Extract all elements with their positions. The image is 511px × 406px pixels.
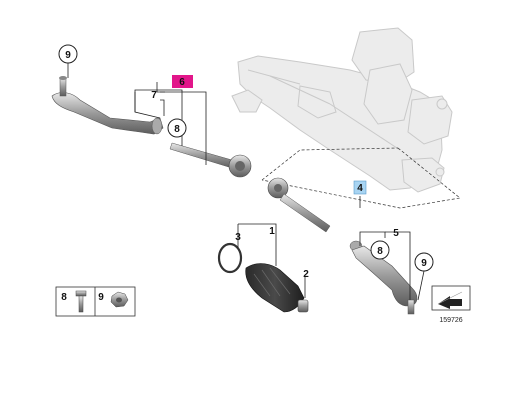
callout-4[interactable]: 4 [353,180,367,195]
callout-2[interactable]: 2 [303,269,309,280]
callout-8-left[interactable]: 8 [167,118,187,138]
callout-8-left-label: 8 [174,124,180,135]
leader-lines [67,63,425,301]
diagram-id: 159726 [439,317,462,324]
callout-5[interactable]: 5 [393,228,399,239]
orientation-box [431,285,471,311]
callout-9-right-label: 9 [421,258,427,269]
legend-bolt-number: 8 [61,292,67,303]
callout-1[interactable]: 1 [269,226,275,237]
callout-6[interactable]: 6 [172,75,193,88]
legend-nut-number: 9 [98,292,104,303]
callout-9-right[interactable]: 9 [414,252,434,272]
clamp [297,299,309,313]
callout-3[interactable]: 3 [235,232,241,243]
inner-tie-rod-right [267,177,331,233]
nut-icon [110,291,129,308]
callout-7[interactable]: 7 [151,90,157,101]
bolt-icon [75,290,87,313]
bellows-boot [245,263,305,313]
callout-4-label: 4 [357,183,363,194]
inner-tie-rod-left [169,142,252,178]
callout-8-right-label: 8 [377,246,383,257]
callout-6-label: 6 [179,77,185,88]
bracket-4-lines [261,147,461,209]
callout-9-top[interactable]: 9 [58,44,78,64]
steering-rack-ghost [231,27,453,193]
callout-8-right[interactable]: 8 [370,240,390,260]
o-ring [217,242,243,274]
tie-rod-end-right [349,240,418,315]
callout-9-top-label: 9 [65,50,71,61]
fastener-legend: 8 9 [55,286,136,317]
tie-rod-end-left [51,76,164,135]
arrow-icon [438,296,462,309]
